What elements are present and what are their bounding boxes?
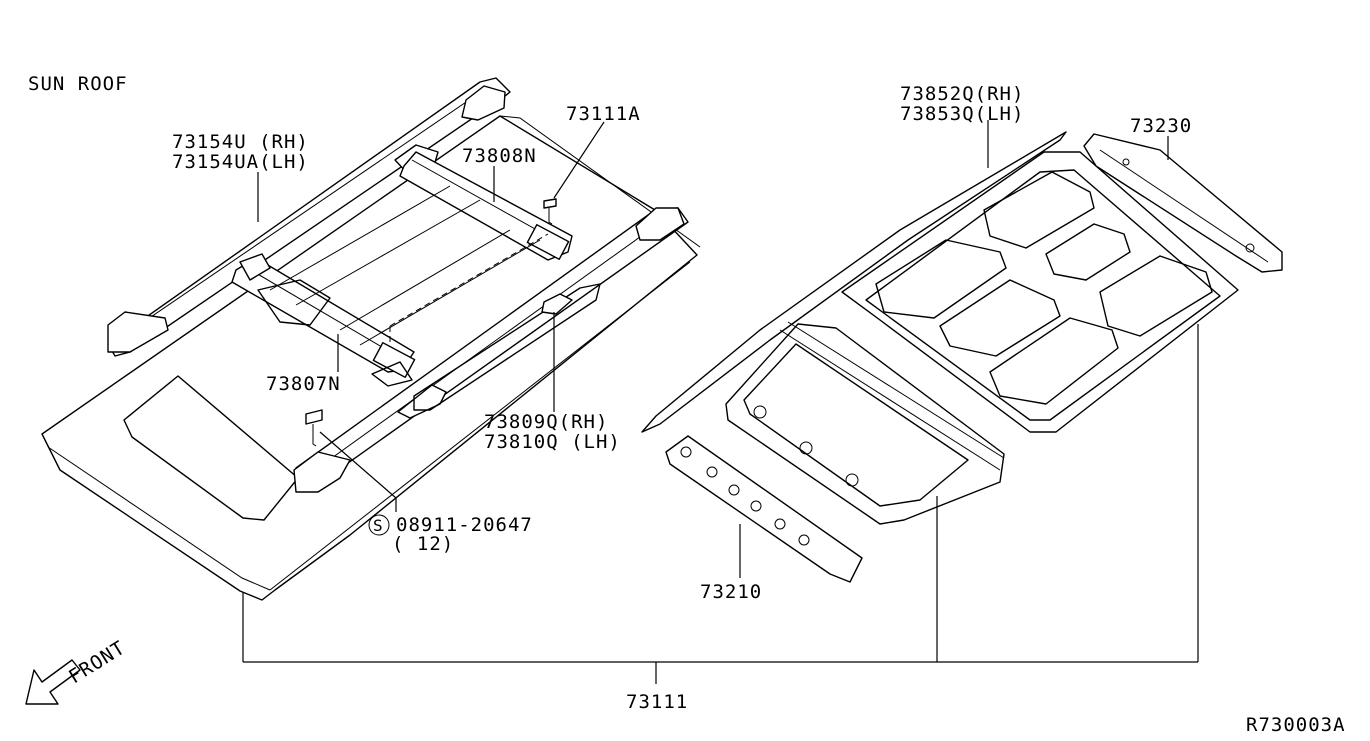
diagram-title: SUN ROOF (28, 73, 128, 95)
rail-lh-rear-foot (635, 207, 685, 241)
sunroof-opening-frame (725, 321, 1005, 525)
label-weatherstrip-lh: 73853Q(LH) (900, 103, 1024, 125)
label-screw-qty: ( 12) (392, 533, 454, 555)
label-rail-rh: 73154U (RH) (172, 131, 309, 153)
rail-lh-front-foot (293, 451, 351, 493)
screw-symbol-letter: S (373, 516, 383, 535)
screw-icon (305, 409, 323, 447)
frame-cell-1 (875, 239, 1007, 319)
label-cover-lh: 73810Q (LH) (484, 431, 621, 453)
label-screw-part: 08911-20647 (396, 514, 533, 536)
frame-cell-2 (983, 171, 1095, 249)
clip-73111a (543, 198, 557, 225)
frame-cell-5 (989, 317, 1119, 405)
label-front: FRONT (65, 637, 129, 689)
label-rear-rail: 73230 (1130, 115, 1192, 137)
label-front-bow: 73210 (700, 581, 762, 603)
label-crossbar-rear: 73808N (462, 145, 537, 167)
crossbar-rear (399, 151, 573, 261)
front-bow (665, 435, 863, 583)
weatherstrip (641, 131, 1067, 433)
frame-cell-6 (1099, 255, 1213, 337)
screw-symbol-icon: S (368, 514, 390, 536)
roof-sunroof-opening (123, 375, 299, 521)
label-rail-lh: 73154UA(LH) (172, 151, 309, 173)
frame-cell-4 (1045, 223, 1131, 281)
front-arrow-icon (25, 659, 81, 705)
deflector-bracket (257, 279, 331, 326)
drain-cover (541, 293, 573, 315)
rail-rh-front-foot (107, 311, 169, 353)
slide-guide (257, 185, 601, 411)
rail-rh-rear-foot (461, 85, 506, 121)
frame-cell-3 (939, 279, 1061, 357)
label-clip: 73111A (566, 103, 641, 125)
rear-rail (1083, 133, 1283, 273)
leader-lines (242, 120, 1199, 684)
label-roof-assembly: 73111 (626, 691, 688, 713)
label-cover-rh: 73809Q(RH) (484, 411, 608, 433)
label-weatherstrip-rh: 73852Q(RH) (900, 83, 1024, 105)
roof-rail-lh (293, 207, 689, 493)
roof-reinforcement-frame (841, 151, 1239, 433)
crossbar-front (231, 253, 416, 378)
label-crossbar-front: 73807N (266, 373, 341, 395)
figure-code: R730003A (1246, 714, 1346, 736)
